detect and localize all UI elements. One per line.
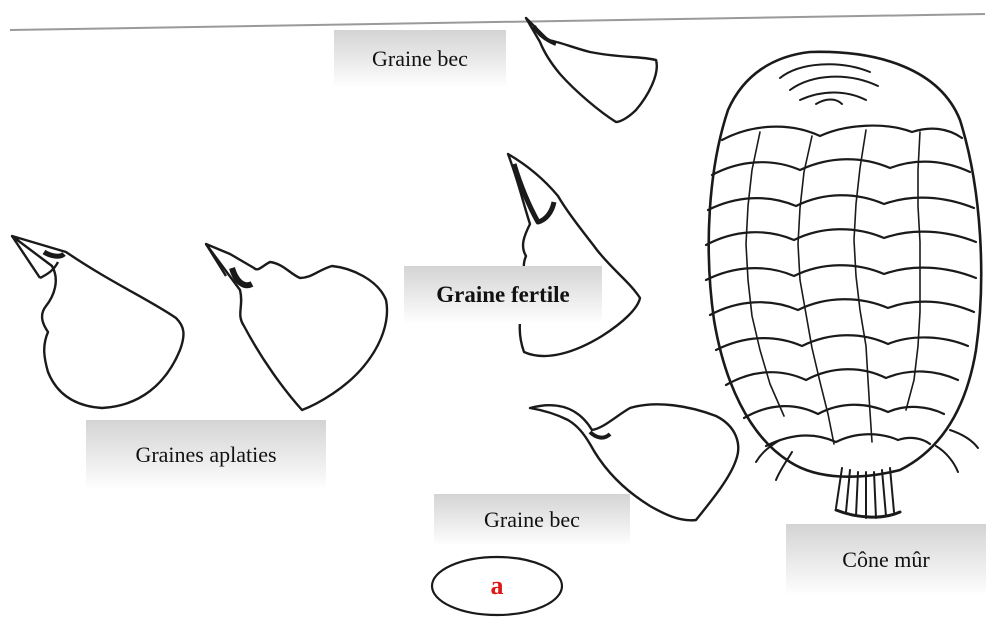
flattened-seed-center <box>206 244 387 410</box>
scan-edge-line <box>10 14 985 30</box>
beaked-seed-top <box>526 18 657 122</box>
panel-letter: a <box>432 556 562 616</box>
label-cone-mur: Cône mûr <box>786 524 986 596</box>
label-graines-aplaties: Graines aplaties <box>86 420 326 490</box>
label-graine-fertile: Graine fertile <box>404 266 602 324</box>
label-graine-bec-bottom: Graine bec <box>434 494 630 546</box>
fertile-seed <box>508 154 640 356</box>
label-graine-bec-top: Graine bec <box>334 30 506 88</box>
ripe-cone <box>706 52 981 518</box>
flattened-seed-left <box>12 236 183 408</box>
